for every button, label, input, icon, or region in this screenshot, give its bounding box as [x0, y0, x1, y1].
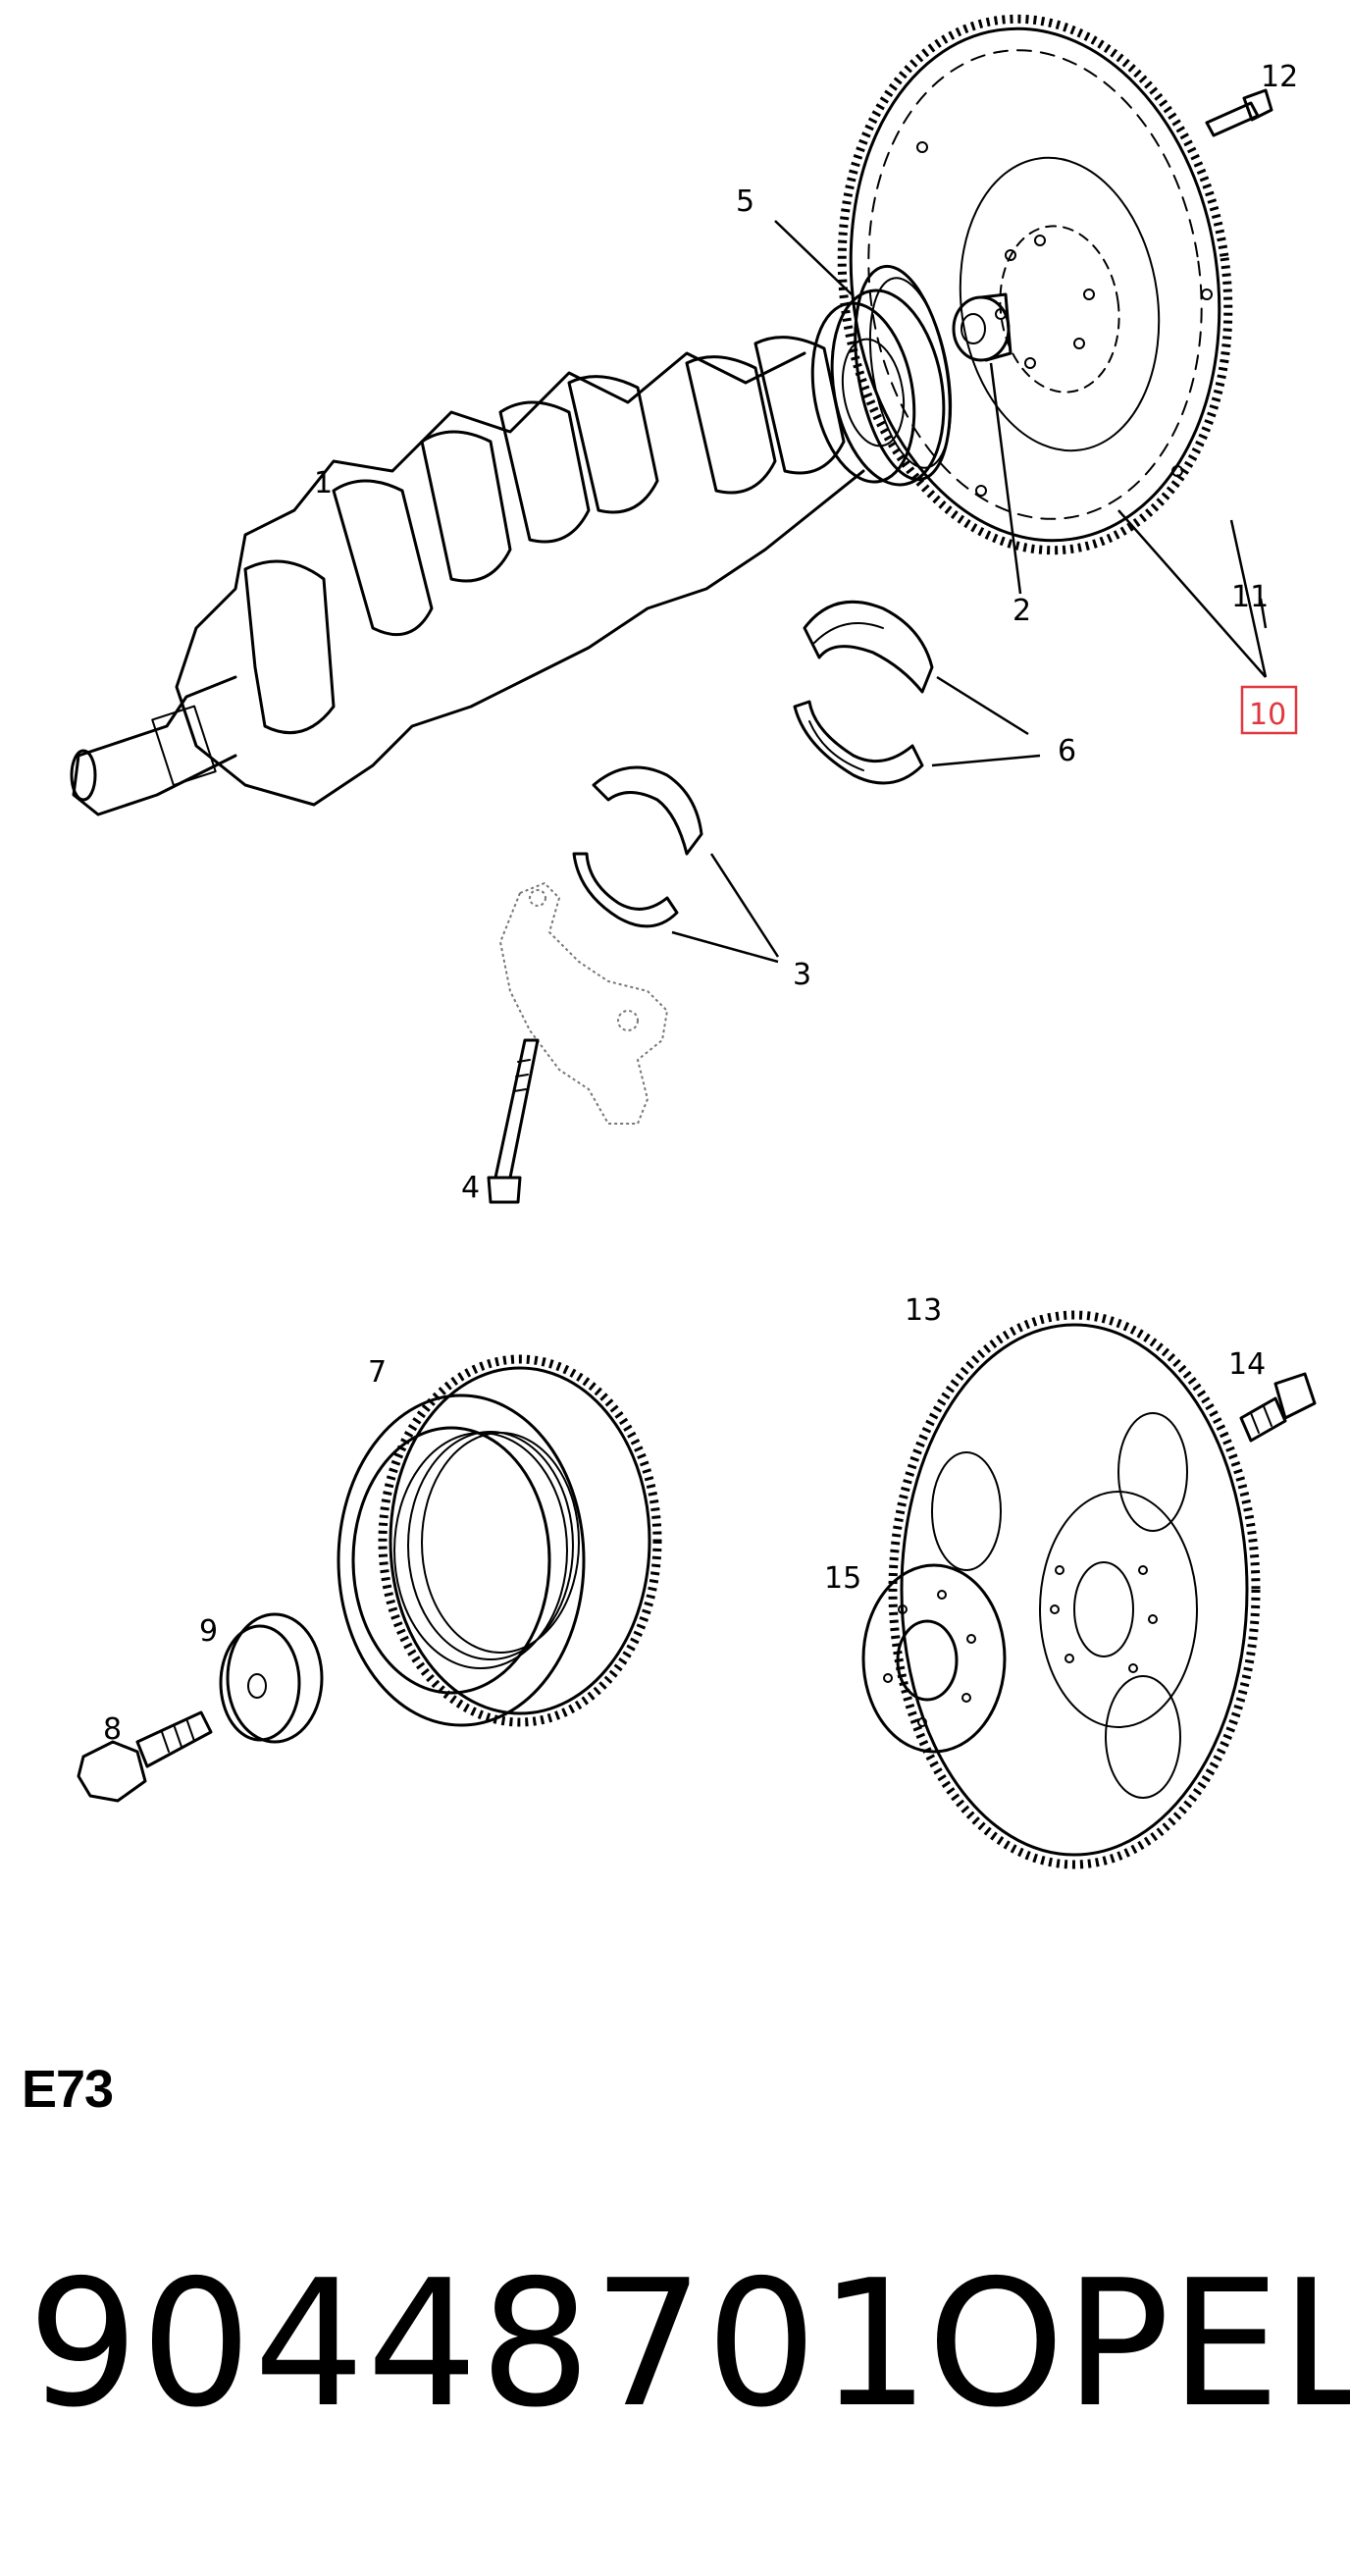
flexplate	[888, 1310, 1261, 1869]
callout-12: 12	[1261, 60, 1298, 94]
leader-lines	[671, 220, 1268, 964]
callout-11: 11	[1231, 580, 1269, 614]
pulley-bolt	[77, 1710, 213, 1803]
conrod-bearing-shells	[572, 765, 703, 928]
callout-3: 3	[793, 958, 811, 992]
part-number: 90448701	[27, 2242, 932, 2445]
callout-15: 15	[824, 1561, 861, 1596]
callout-6: 6	[1058, 734, 1076, 768]
flywheel	[837, 14, 1233, 555]
callout-5: 5	[736, 184, 754, 219]
crankshaft-pulley	[337, 1354, 662, 1727]
diagram-code: E73	[22, 2060, 114, 2119]
flywheel-bolt	[1205, 88, 1273, 137]
pilot-bearing	[952, 292, 1012, 362]
callout-7: 7	[368, 1355, 387, 1390]
connecting-rod-outline	[498, 881, 669, 1125]
crankshaft	[70, 289, 946, 816]
callout-10-highlight	[1240, 685, 1298, 735]
callout-9: 9	[199, 1614, 218, 1649]
callout-2: 2	[1012, 594, 1031, 628]
callout-14: 14	[1228, 1347, 1266, 1382]
conrod-bolt	[487, 1038, 540, 1204]
thrust-washer	[854, 264, 953, 482]
reinforcement-plate	[861, 1563, 1007, 1754]
callout-labels: 1 2 3 4 5 6 7 8 9 10 11 12 13 14 15	[103, 60, 1298, 1747]
main-bearing-shells	[793, 600, 934, 785]
brand-name: OPEL	[927, 2242, 1350, 2445]
callout-1: 1	[314, 466, 333, 500]
callout-4: 4	[461, 1171, 480, 1205]
flexplate-bolt	[1239, 1372, 1317, 1443]
callout-10: 10	[1249, 698, 1286, 732]
pulley-washer	[219, 1612, 324, 1744]
callout-8: 8	[103, 1712, 122, 1747]
callout-13: 13	[905, 1293, 942, 1328]
